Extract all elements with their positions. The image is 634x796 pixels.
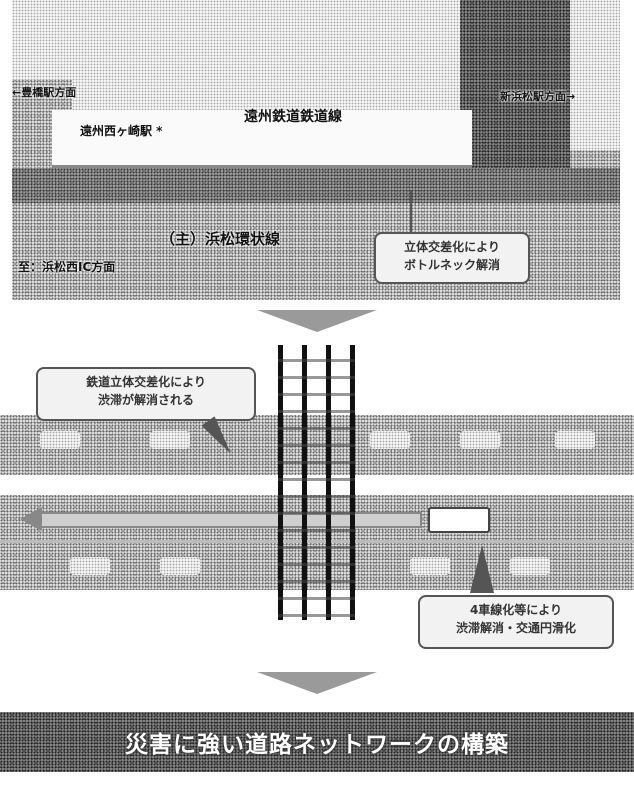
- car-block: [160, 557, 200, 575]
- photo-callout: 立体交差化により ボトルネック解消: [374, 232, 530, 284]
- car-block: [40, 431, 80, 449]
- diagram-callout-top: 鉄道立体交差化により 渋滞が解消される: [36, 367, 256, 421]
- photo-callout-line2: ボトルネック解消: [382, 256, 522, 274]
- car-block: [150, 431, 190, 449]
- callout-pointer: [470, 545, 494, 593]
- car-block: [370, 431, 410, 449]
- car-block: [510, 557, 550, 575]
- traffic-flow-arrow: [40, 512, 422, 528]
- diagram-callout-top-line1: 鉄道立体交差化により: [44, 373, 248, 391]
- label-right-station: 新浜松駅方面→: [500, 88, 575, 104]
- diagram-callout-top-line2: 渋滞が解消される: [44, 391, 248, 409]
- diagram-callout-bottom-line2: 渋滞解消・交通円滑化: [426, 619, 606, 637]
- photo-panel: ←豊橋駅方面 新浜松駅方面→ 遠州西ヶ崎駅 * 遠州鉄道鉄道線 （主）浜松環状線…: [12, 0, 620, 300]
- rail-sleepers: [278, 345, 355, 620]
- summary-banner: 災害に強い道路ネットワークの構築: [0, 712, 634, 772]
- diagram-callout-bottom-line1: 4車線化等により: [426, 601, 606, 619]
- down-arrow-icon: [257, 672, 377, 694]
- car-block: [70, 557, 110, 575]
- summary-banner-text: 災害に強い道路ネットワークの構築: [125, 725, 509, 759]
- photo-callout-line1: 立体交差化により: [382, 238, 522, 256]
- car-icon: [428, 507, 490, 533]
- label-bottom-left: 至：浜松西IC方面: [18, 258, 115, 275]
- label-enshu-nishigasaki: 遠州西ヶ崎駅 *: [80, 122, 162, 139]
- down-arrow-icon: [257, 310, 377, 332]
- label-left-station: ←豊橋駅方面: [12, 84, 76, 100]
- callout-leader-line: [410, 190, 412, 235]
- diagram-callout-bottom: 4車線化等により 渋滞解消・交通円滑化: [418, 595, 614, 649]
- car-block: [410, 557, 450, 575]
- diagram-panel: 鉄道立体交差化により 渋滞が解消される 4車線化等により 渋滞解消・交通円滑化: [0, 345, 634, 635]
- label-railway: 遠州鉄道鉄道線: [244, 106, 342, 126]
- road-surface: [12, 168, 620, 203]
- label-route: （主）浜松環状線: [160, 228, 280, 249]
- car-block: [555, 431, 595, 449]
- railway-track: [278, 345, 358, 620]
- arrow-left-icon: [20, 507, 42, 531]
- car-block: [460, 431, 500, 449]
